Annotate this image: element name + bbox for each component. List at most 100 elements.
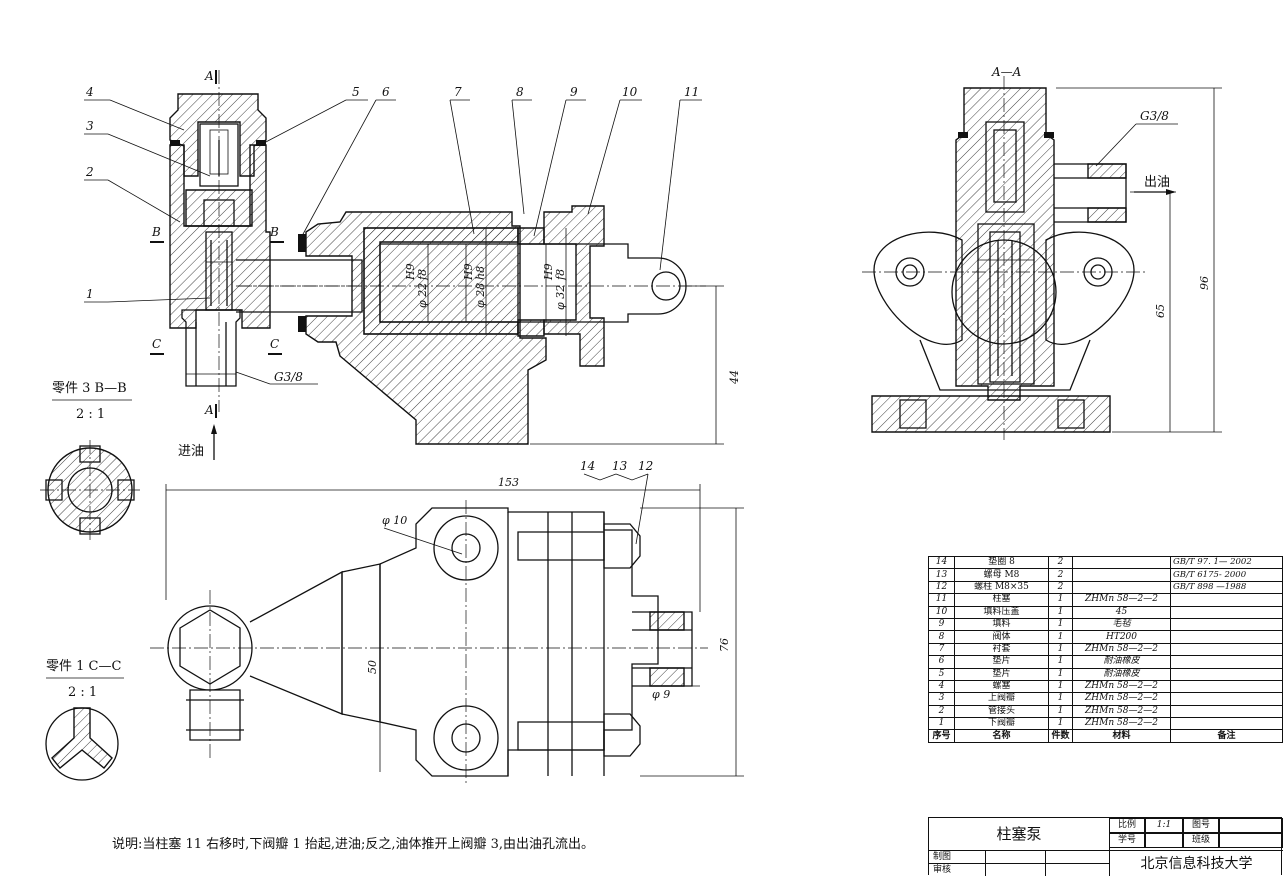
bom-material: 耐油橡皮 [1072, 667, 1171, 681]
bom-name: 填料压盖 [954, 605, 1049, 619]
bom-remark [1170, 692, 1283, 706]
bom-remark [1170, 679, 1283, 694]
bom-qty: 1 [1048, 704, 1073, 719]
part-callouts: 4 3 2 1 5 6 7 8 9 10 11 [84, 85, 702, 303]
bom-material: 毛毡 [1072, 617, 1171, 632]
bom-no: 6 [928, 655, 955, 669]
dim-44: 44 [728, 370, 741, 385]
dim-50: 50 [366, 660, 379, 674]
section-markers: A A B B C C [150, 69, 284, 418]
bom-header-qty: 件数 [1048, 729, 1073, 743]
bom-material: ZHMn 58—2—2 [1072, 717, 1171, 731]
bom-material: 45 [1072, 605, 1171, 619]
bom-header-material: 材料 [1072, 729, 1171, 743]
detail1-title: 零件 1 C—C [46, 659, 121, 674]
checked-by-label: 审核 [933, 865, 952, 875]
bom-qty: 2 [1048, 568, 1073, 582]
label-b-left: B [151, 225, 161, 239]
label-b-right: B [269, 225, 279, 239]
bom-remark: GB/T 6175- 2000 [1170, 568, 1283, 582]
bom-qty: 2 [1048, 555, 1073, 570]
bom-remark [1170, 642, 1283, 657]
callout-9: 9 [570, 85, 578, 99]
title-block: 柱塞泵 比例 1:1 图号 学号 班级 制图 审核 北京信息科技大学 [928, 817, 1283, 876]
bom-header-remark: 备注 [1170, 729, 1283, 743]
bom-remark [1170, 655, 1283, 669]
detail-part3-bb: 零件 3 B—B 2 : 1 [40, 381, 140, 540]
dim-fit-28-tol-top: H9 [462, 263, 475, 281]
dim-d10: φ 10 [382, 514, 407, 527]
drawn-by-label: 制图 [933, 852, 952, 862]
bom-name: 螺母 M8 [954, 568, 1049, 582]
callout-7: 7 [454, 85, 462, 99]
dim-153: 153 [498, 476, 519, 489]
bom-qty: 1 [1048, 679, 1073, 694]
bom-no: 3 [928, 692, 955, 706]
checked-by-row: 审核 [929, 863, 1109, 876]
dim-d9: φ 9 [652, 688, 670, 701]
callout-2: 2 [85, 165, 94, 179]
bom-remark [1170, 617, 1283, 632]
bom-name: 填料 [954, 617, 1049, 632]
scale-label: 比例 [1109, 818, 1145, 833]
bom-no: 13 [928, 568, 955, 582]
explanation-note: 说明:当柱塞 11 右移时,下阀瓣 1 抬起,进油;反之,油体推开上阀瓣 3,由… [112, 837, 595, 852]
bom-remark [1170, 667, 1283, 681]
bom-material: ZHMn 58—2—2 [1072, 692, 1171, 706]
outlet-label: 出油 [1144, 175, 1170, 190]
callout-14: 14 [580, 459, 595, 473]
callout-5: 5 [352, 85, 360, 99]
drawn-by-row: 制图 [929, 850, 1109, 863]
student-no-value [1145, 833, 1183, 848]
dim-65: 65 [1154, 304, 1167, 318]
scale-value: 1:1 [1145, 818, 1183, 833]
dim-fit-22-tol-bot: f8 [416, 269, 429, 281]
bom-material: ZHMn 58—2—2 [1072, 679, 1171, 694]
bom-material: HT200 [1072, 630, 1171, 644]
bom-remark [1170, 630, 1283, 644]
bom-header-no: 序号 [928, 729, 955, 743]
callout-8: 8 [516, 85, 524, 99]
top-view: 153 φ 10 50 76 φ 9 14 13 12 [150, 459, 744, 784]
callout-6: 6 [382, 85, 390, 99]
bom-qty: 1 [1048, 667, 1073, 681]
dim-fit-32: φ 32 [554, 285, 567, 310]
bom-no: 8 [928, 630, 955, 644]
dim-fit-32-tol-top: H9 [542, 263, 555, 281]
gland-part-10 [543, 205, 605, 367]
bom-header-name: 名称 [954, 729, 1049, 743]
label-a-bottom: A [204, 403, 214, 417]
bom-name: 螺柱 M8×35 [954, 580, 1049, 595]
class-value [1219, 833, 1283, 848]
bom-remark [1170, 605, 1283, 619]
bom-qty: 2 [1048, 580, 1073, 595]
bom-material: ZHMn 58—2—2 [1072, 593, 1171, 607]
callout-10: 10 [622, 85, 638, 99]
bom-remark [1170, 717, 1283, 731]
callout-1: 1 [86, 287, 94, 301]
bom-name: 垫片 [954, 655, 1049, 669]
aa-title: A—A [991, 65, 1022, 79]
bom-no: 14 [928, 555, 955, 570]
bom-remark: GB/T 97. 1— 2002 [1170, 555, 1283, 570]
bom-material [1072, 580, 1171, 595]
inlet-fitting [181, 309, 241, 387]
bom-no: 11 [928, 593, 955, 607]
gasket-part-6 [298, 234, 306, 252]
bom-no: 9 [928, 617, 955, 632]
dim-fit-28-tol-bot: h8 [474, 266, 487, 280]
dim-fit-22-tol-top: H9 [404, 263, 417, 281]
bom-header-row: 序号名称件数材料备注 [928, 729, 1283, 743]
detail-part1-cc: 零件 1 C—C 2 : 1 [45, 659, 124, 781]
front-section-view [169, 70, 706, 445]
school-name: 北京信息科技大学 [1109, 850, 1283, 876]
bom-qty: 1 [1048, 692, 1073, 706]
bom-name: 螺塞 [954, 679, 1049, 694]
